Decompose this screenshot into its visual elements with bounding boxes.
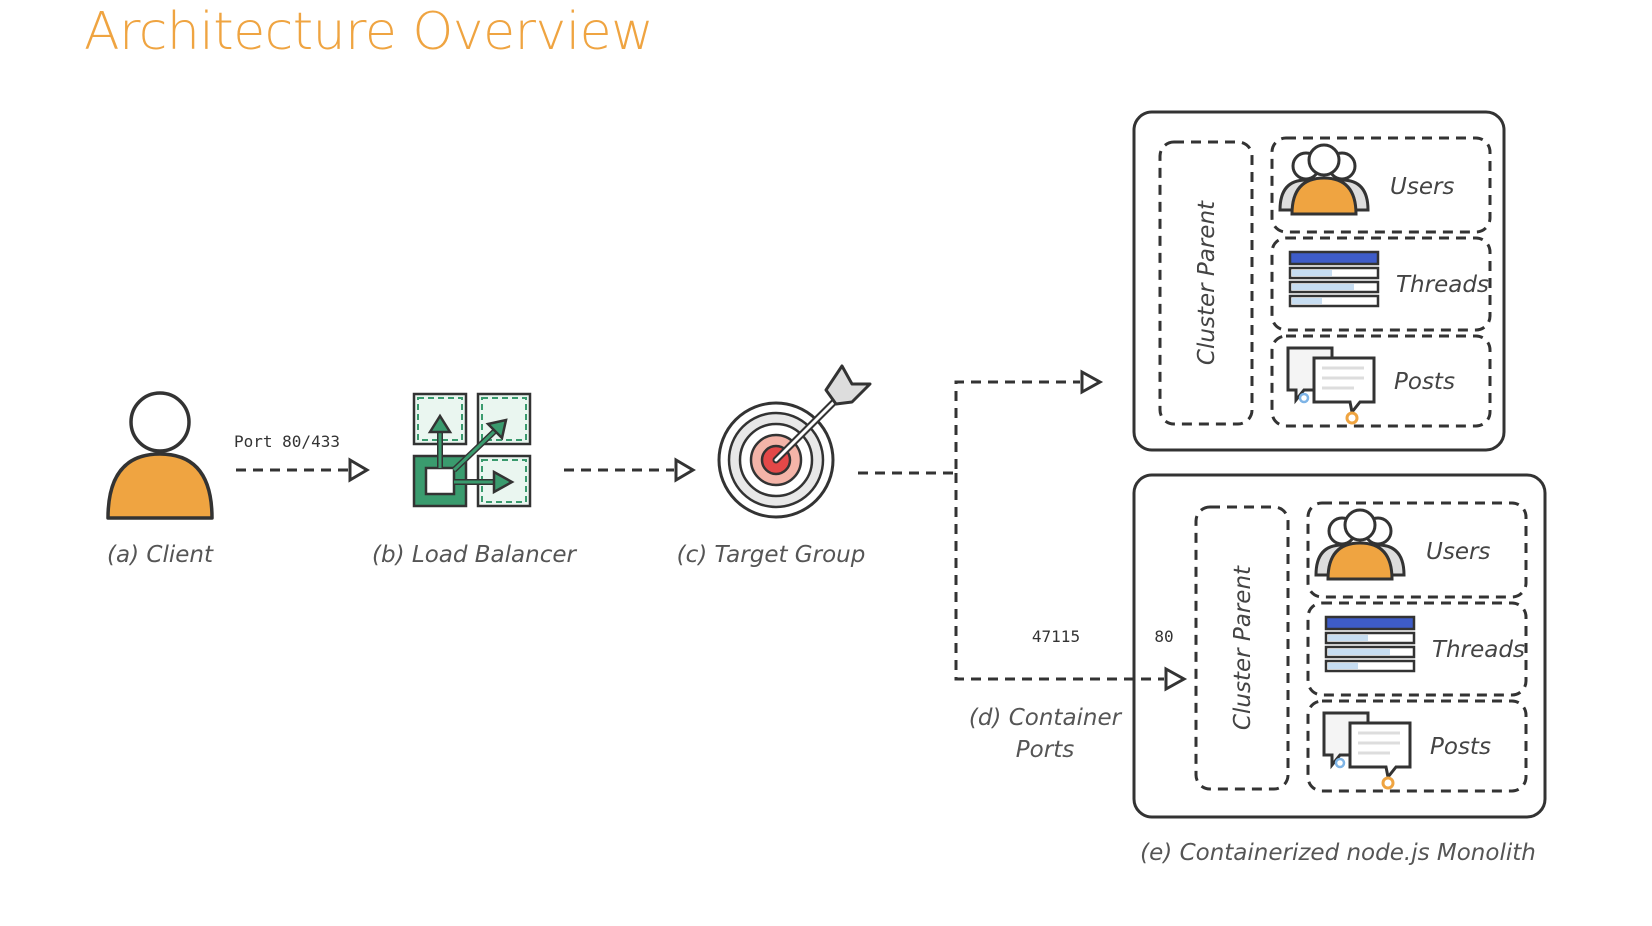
users-icon xyxy=(1314,508,1406,581)
lb-to-target-group-arrow xyxy=(564,457,696,483)
target-group-caption: (c) Target Group xyxy=(677,542,866,568)
posts-icon xyxy=(1322,711,1412,790)
cluster-container-1: Cluster Parent Users Threads Posts xyxy=(1134,112,1504,450)
client-port-label: Port 80/433 xyxy=(234,432,340,451)
cluster-parent-label: Cluster Parent xyxy=(1194,200,1220,365)
client-caption: (a) Client xyxy=(107,542,214,568)
users-service-label: Users xyxy=(1426,539,1490,565)
target-group-icon xyxy=(717,364,872,519)
monolith-caption: (e) Containerized node.js Monolith xyxy=(1140,840,1536,866)
container-ports-caption-line2: Ports xyxy=(1016,737,1074,763)
container-ports-caption-line1: (d) Container xyxy=(969,705,1123,731)
users-service-label: Users xyxy=(1390,174,1454,200)
cluster-container-2: Cluster Parent Users Threads Posts xyxy=(1132,473,1547,819)
client-to-lb-arrow xyxy=(236,457,370,483)
host-port-label: 47115 xyxy=(1032,627,1080,646)
load-balancer-icon xyxy=(412,392,532,508)
load-balancer-caption: (b) Load Balancer xyxy=(372,542,577,568)
threads-service-label: Threads xyxy=(1432,637,1525,663)
page-title: Architecture Overview xyxy=(84,2,654,62)
threads-service-label: Threads xyxy=(1396,272,1489,298)
posts-service-label: Posts xyxy=(1394,369,1455,395)
threads-icon xyxy=(1324,615,1416,673)
posts-service-label: Posts xyxy=(1430,734,1491,760)
target-group-to-clusters-arrows xyxy=(858,369,1188,692)
client-icon xyxy=(106,391,214,520)
cluster-parent-label: Cluster Parent xyxy=(1230,565,1256,730)
container-port-label: 80 xyxy=(1154,627,1173,646)
